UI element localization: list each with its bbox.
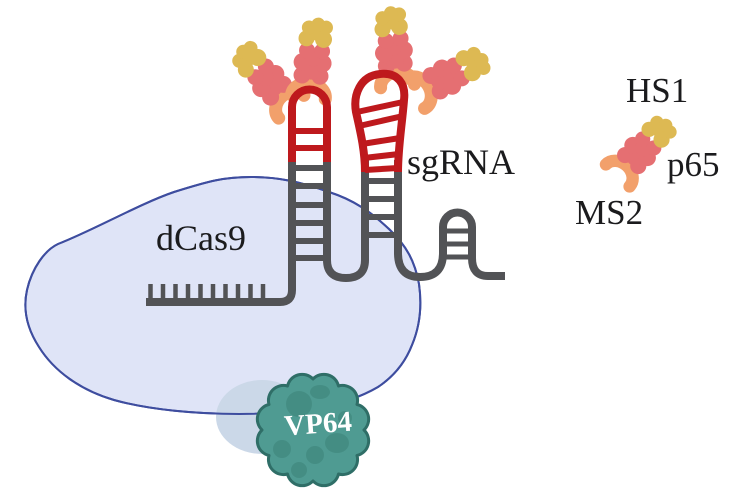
sgrna-red-stemloops — [288, 69, 409, 173]
dcas9-protein-outline — [24, 175, 422, 416]
hairpin2-red-rungs — [356, 99, 404, 173]
rung — [358, 113, 404, 129]
hairpin3-rungs — [443, 228, 472, 260]
blob-lump — [273, 440, 291, 458]
hairpin1-red-rungs — [292, 128, 327, 151]
blob-lump — [306, 446, 324, 464]
linker-u1 — [323, 156, 369, 283]
hairpin1-red-loop — [288, 85, 331, 162]
complex-hairpin2-right — [408, 39, 496, 110]
p65-label: p65 — [667, 145, 720, 184]
rung — [361, 135, 401, 147]
hs1-label: HS1 — [626, 71, 688, 110]
dcas9-label: dCas9 — [156, 218, 246, 258]
vp64-cloud — [255, 372, 371, 488]
blob-lump — [291, 462, 307, 478]
comb-ticks — [148, 284, 266, 300]
ms2-label: MS2 — [575, 193, 643, 232]
blob-lump — [286, 391, 312, 417]
blob-lump — [310, 385, 330, 399]
hairpin2-gray-rungs — [365, 178, 398, 238]
target-binding-comb — [146, 156, 296, 306]
vp64-label: VP64 — [283, 406, 353, 443]
rung — [364, 165, 399, 173]
hairpin1-gray-rungs — [292, 165, 327, 261]
vp64-texture — [273, 385, 352, 478]
rung — [356, 99, 404, 115]
linker-u2 — [394, 160, 447, 282]
sgrna-backbone-gray — [146, 156, 505, 306]
blob-lump — [325, 433, 349, 453]
rung — [363, 151, 400, 161]
sgrna-label: sgRNA — [407, 142, 515, 182]
hairpin3-and-tail — [439, 208, 505, 280]
vp64-blob: VP64 — [255, 372, 371, 488]
blob-lump — [338, 411, 352, 425]
